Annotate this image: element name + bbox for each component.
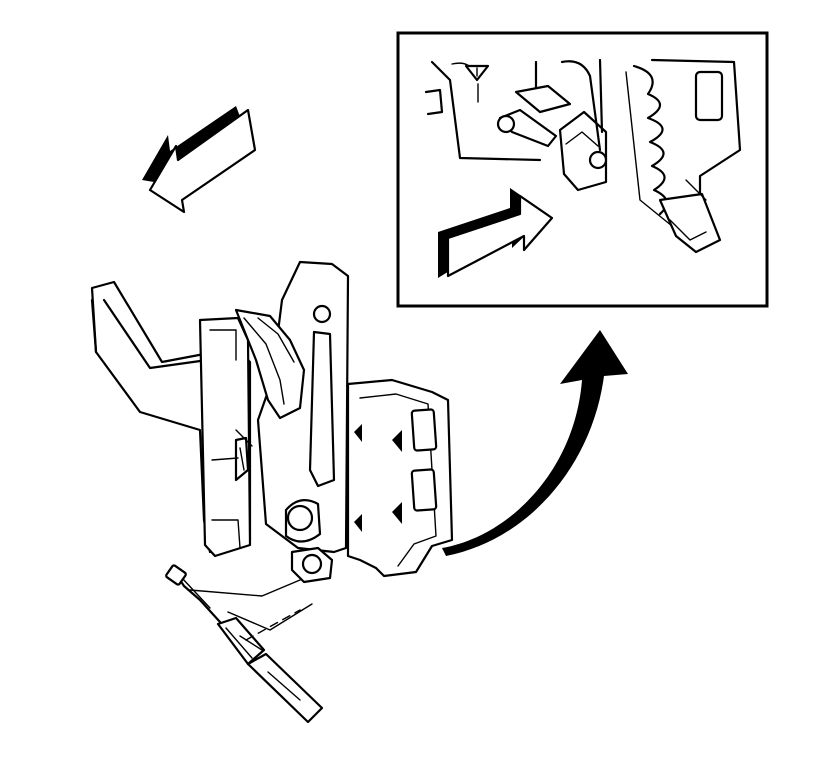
inset-direction-arrow bbox=[438, 188, 554, 278]
detail-inset-box bbox=[396, 31, 769, 308]
hood-latch-assembly bbox=[90, 260, 454, 631]
release-cable bbox=[165, 564, 324, 724]
direction-arrow-left bbox=[142, 106, 257, 214]
detail-callout-arrow bbox=[442, 330, 628, 556]
